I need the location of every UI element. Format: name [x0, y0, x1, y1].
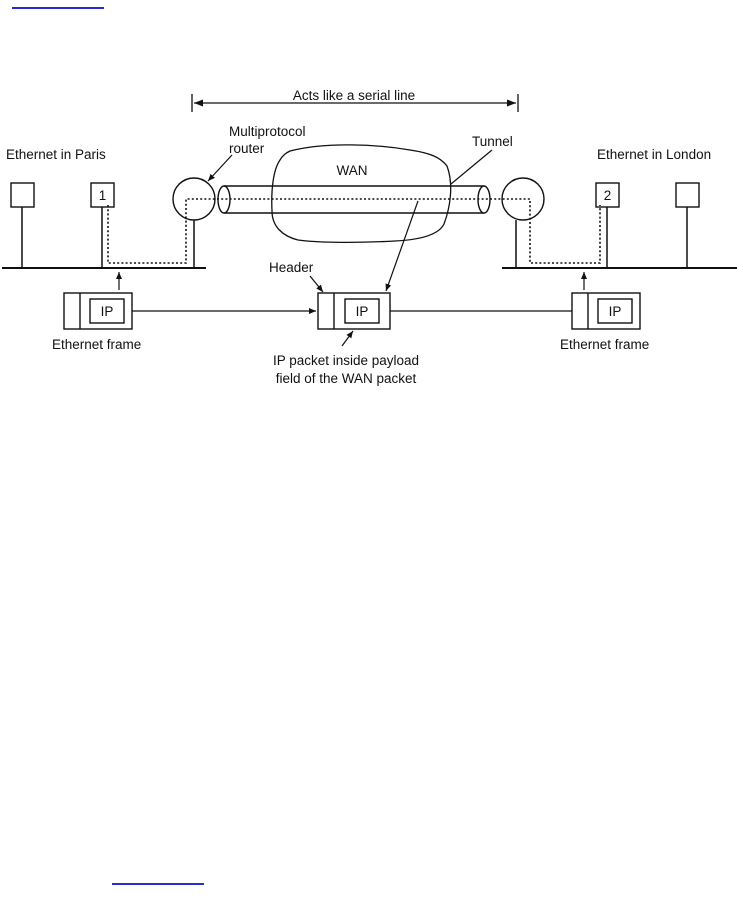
- right-frame-label: Ethernet frame: [560, 337, 649, 352]
- london-host-number: 2: [604, 188, 612, 203]
- london-host: [676, 183, 699, 207]
- right-ethernet-frame: IP: [572, 272, 640, 329]
- left-packet-ip: IP: [101, 304, 114, 319]
- middle-packet-ip: IP: [356, 304, 369, 319]
- london-ethernet-label: Ethernet in London: [597, 147, 711, 162]
- tunnel-leader: [451, 150, 492, 184]
- serial-line-span: Acts like a serial line: [192, 88, 518, 112]
- left-frame-label: Ethernet frame: [52, 337, 141, 352]
- left-ethernet-frame: IP: [64, 272, 132, 329]
- header-label: Header: [269, 260, 314, 275]
- payload-label-line1: IP packet inside payload: [273, 353, 419, 368]
- tunnel-label: Tunnel: [472, 134, 513, 149]
- wan-packet: IP: [318, 293, 390, 329]
- paris-ethernet-label: Ethernet in Paris: [6, 147, 106, 162]
- header-leader: [310, 276, 323, 292]
- router-leader: [208, 155, 232, 181]
- payload-leader: [342, 331, 353, 346]
- next-page-link[interactable]: [112, 883, 204, 885]
- paris-host-number: 1: [99, 188, 107, 203]
- right-packet-ip: IP: [609, 304, 622, 319]
- wan-label: WAN: [337, 163, 368, 178]
- wan-cloud: [272, 145, 451, 243]
- paris-host: [11, 183, 34, 207]
- router-label-line2: router: [229, 141, 265, 156]
- router-label-line1: Multiprotocol: [229, 124, 306, 139]
- payload-label-line2: field of the WAN packet: [276, 371, 417, 386]
- ip-tunneling-diagram: Acts like a serial line 1 Ethernet in Pa…: [0, 0, 737, 400]
- serial-line-label: Acts like a serial line: [293, 88, 415, 103]
